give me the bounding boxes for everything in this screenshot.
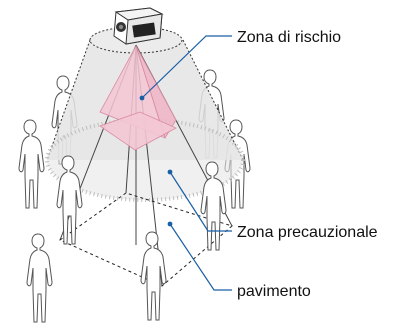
person-figure <box>26 233 53 323</box>
risk-zone <box>99 44 177 151</box>
leader-risk-zone <box>141 35 232 99</box>
projector-icon <box>113 7 164 45</box>
label-precaution-zone: Zona precauzionale <box>237 224 378 241</box>
leader-lines <box>139 35 232 291</box>
precaution-zone-base <box>45 118 245 202</box>
person-figure <box>18 119 45 209</box>
person-figure <box>140 231 167 321</box>
label-risk-zone: Zona di rischio <box>237 29 341 46</box>
label-floor: pavimento <box>237 283 311 300</box>
precaution-edge-left <box>46 39 91 161</box>
leader-floor <box>169 223 232 291</box>
floor-plane <box>59 192 234 287</box>
leader-precaution-zone <box>169 171 232 232</box>
